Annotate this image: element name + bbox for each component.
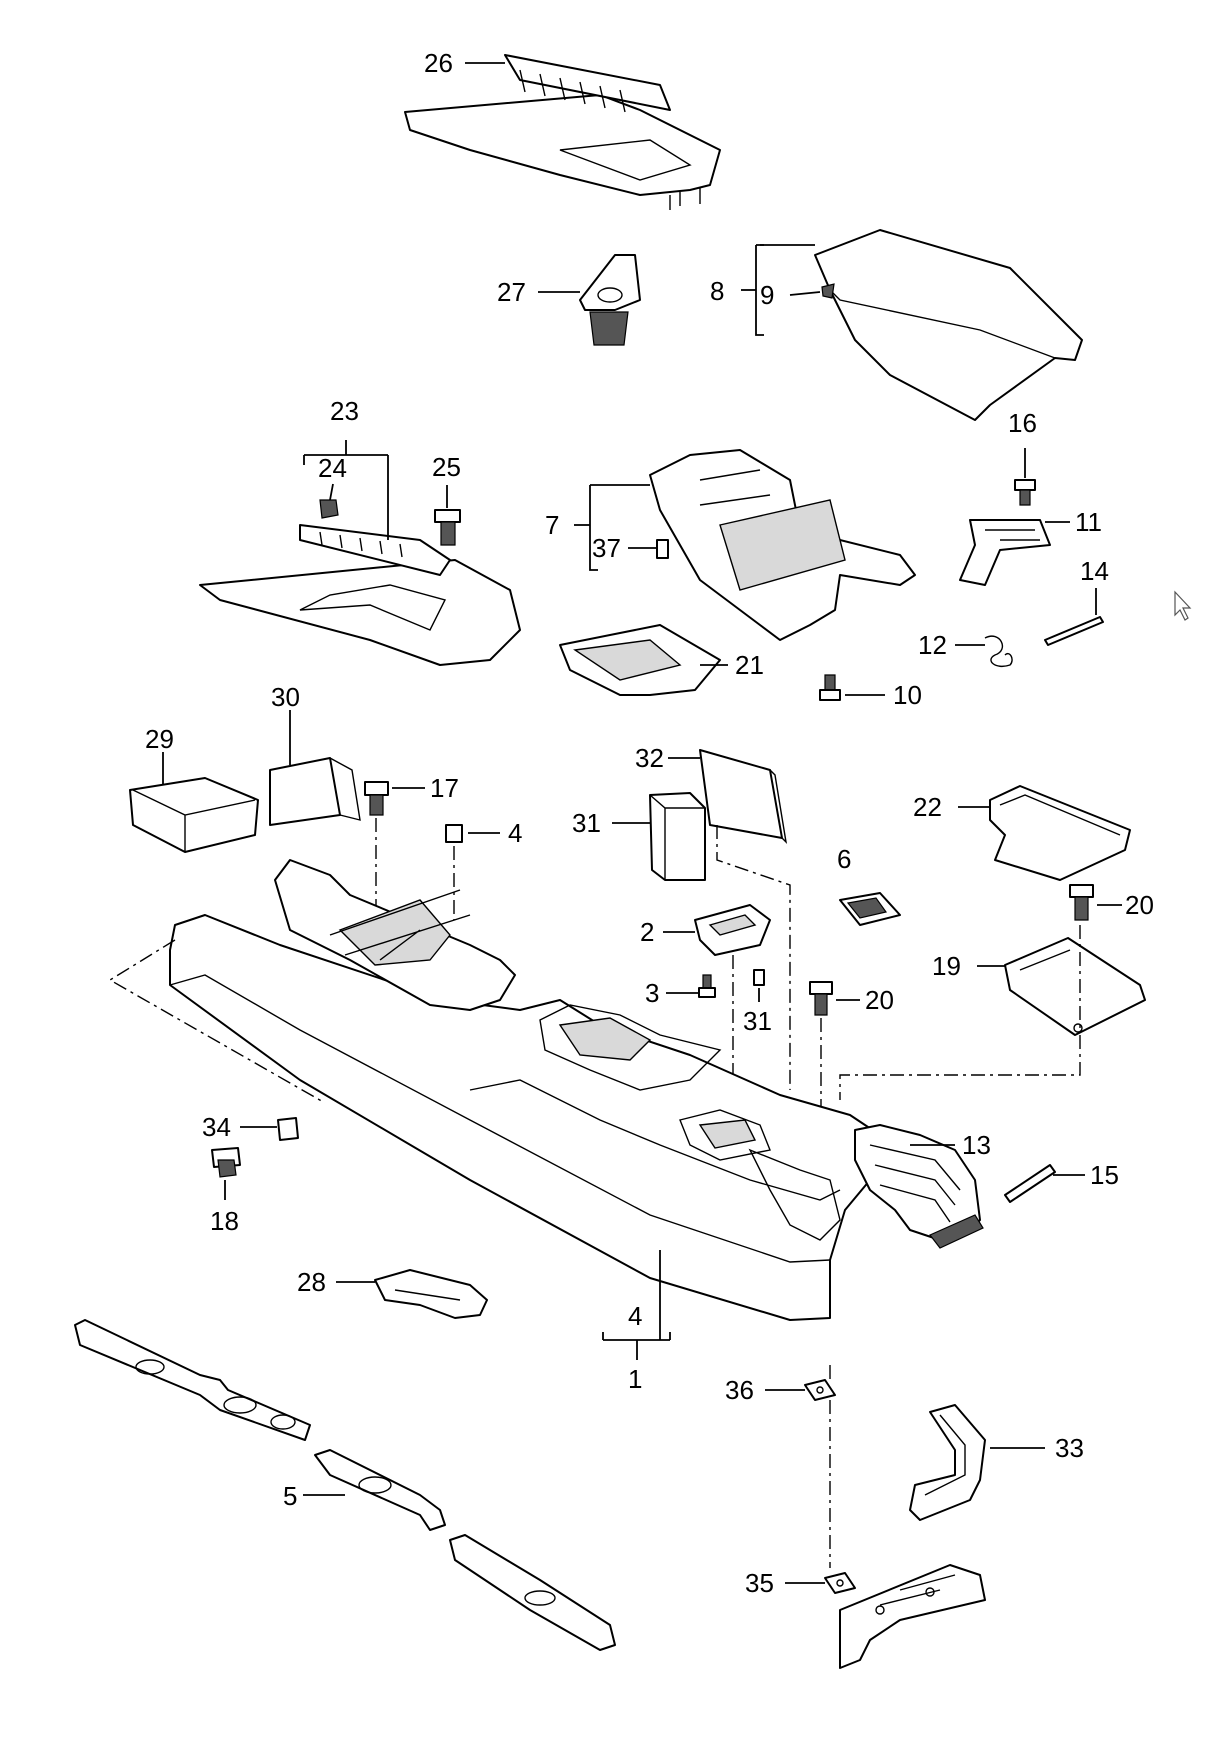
callout-19: 19: [932, 951, 961, 981]
part-17-bolt: [364, 781, 389, 816]
callout-18: 18: [210, 1206, 239, 1236]
callout-23: 23: [330, 396, 359, 426]
callout-30: 30: [271, 682, 300, 712]
part-12-spring: [984, 635, 1013, 667]
part-28-cover: [374, 1269, 488, 1319]
part-11-bracket: [959, 519, 1051, 586]
callout-35: 35: [745, 1568, 774, 1598]
part-20-bolt-center: [809, 981, 833, 1016]
part-18-bolt: [211, 1147, 241, 1178]
part-3-screw: [698, 974, 716, 998]
part-2-ashtray: [694, 904, 771, 956]
callout-4-clip: 4: [508, 818, 522, 848]
part-10-screw: [819, 674, 841, 701]
callout-37: 37: [592, 533, 621, 563]
part-20-bolt-right: [1069, 884, 1094, 921]
part-8-armrest-lid: [814, 229, 1083, 421]
part-26-upper-trim: [404, 54, 721, 210]
part-33-bracket: [909, 1404, 986, 1521]
part-35-nut: [824, 1572, 856, 1594]
callout-2: 2: [640, 917, 654, 947]
callout-26: 26: [424, 48, 453, 78]
part-23-shift-surround: [199, 499, 521, 666]
mouse-pointer-icon: [1174, 590, 1192, 621]
callout-24: 24: [318, 453, 347, 483]
lower-mounting-bracket: [839, 1564, 986, 1669]
callout-1: 1: [628, 1364, 642, 1394]
callout-31-clip: 31: [743, 1006, 772, 1036]
callout-6: 6: [837, 844, 851, 874]
callout-15: 15: [1090, 1160, 1119, 1190]
part-1-center-console: [169, 859, 881, 1321]
callout-12: 12: [918, 630, 947, 660]
part-4-clip: [445, 824, 463, 843]
callout-34: 34: [202, 1112, 231, 1142]
callout-4-bracket: 4: [628, 1301, 642, 1331]
part-30-pad: [269, 757, 361, 826]
callout-36: 36: [725, 1375, 754, 1405]
part-32-pad: [699, 749, 788, 845]
part-19-plate: [1004, 937, 1146, 1036]
callout-28: 28: [297, 1267, 326, 1297]
part-22-mat: [989, 785, 1131, 881]
part-31-pad: [649, 792, 706, 881]
callout-10: 10: [893, 680, 922, 710]
part-13-wiring-harness: [854, 1124, 984, 1249]
callout-17: 17: [430, 773, 459, 803]
part-7-armrest-base: [649, 449, 916, 641]
callout-31-pad: 31: [572, 808, 601, 838]
callout-20-right: 20: [1125, 890, 1154, 920]
part-5-insulation: [74, 1319, 616, 1651]
callout-21: 21: [735, 650, 764, 680]
callout-27: 27: [497, 277, 526, 307]
callout-20-center: 20: [865, 985, 894, 1015]
callout-9: 9: [760, 280, 774, 310]
callout-8: 8: [710, 276, 724, 306]
callout-33: 33: [1055, 1433, 1084, 1463]
part-36-nut: [804, 1379, 836, 1401]
part-31-clip: [753, 969, 765, 986]
callout-16: 16: [1008, 408, 1037, 438]
part-6-switch: [839, 892, 901, 926]
part-27-shift-knob: [579, 254, 641, 346]
callout-7: 7: [545, 510, 559, 540]
callout-3: 3: [645, 978, 659, 1008]
part-14-pin: [1044, 616, 1104, 646]
callout-25: 25: [432, 452, 461, 482]
callout-11: 11: [1075, 507, 1102, 537]
callout-22: 22: [913, 792, 942, 822]
callout-29: 29: [145, 724, 174, 754]
part-34-clip: [277, 1117, 299, 1141]
part-29-pad: [129, 777, 259, 853]
callout-5: 5: [283, 1481, 297, 1511]
part-25-bolt: [434, 509, 461, 546]
part-21-storage-tray: [559, 624, 721, 696]
callout-14: 14: [1080, 556, 1109, 586]
callout-32: 32: [635, 743, 664, 773]
part-16-bolt: [1014, 479, 1036, 506]
callout-13: 13: [962, 1130, 991, 1160]
part-15-pin: [1004, 1164, 1056, 1203]
